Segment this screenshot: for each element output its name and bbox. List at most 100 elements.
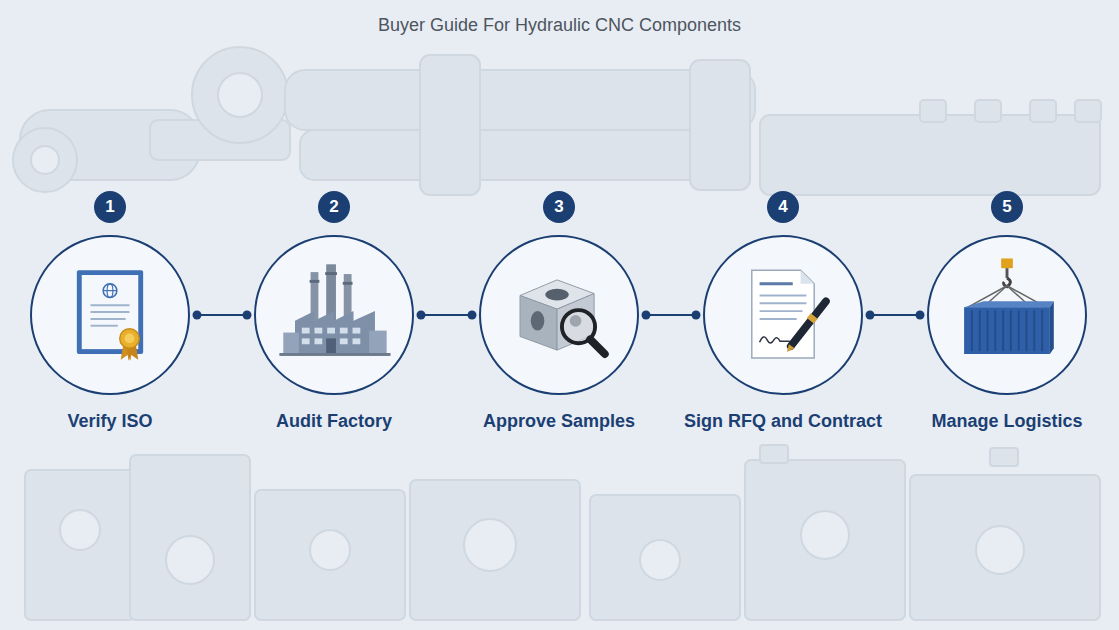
certificate-icon-part bbox=[120, 329, 140, 349]
contract-icon-part bbox=[760, 337, 790, 343]
connector-dot bbox=[866, 311, 875, 320]
sample-block-icon-part bbox=[531, 311, 545, 331]
contract-icon-part bbox=[791, 301, 826, 346]
container-icon-part-part bbox=[1041, 310, 1043, 351]
manifold-blocks-part bbox=[25, 470, 135, 620]
contract-icon-part bbox=[760, 310, 803, 312]
hydraulic-cylinders-part bbox=[1075, 100, 1101, 122]
container-icon-part-part bbox=[979, 310, 981, 351]
step-number-badge: 1 bbox=[94, 191, 126, 223]
manifold-blocks-part bbox=[990, 448, 1018, 466]
container-icon-part bbox=[988, 286, 1008, 304]
certificate-icon-part bbox=[91, 318, 126, 320]
step-label: Audit Factory bbox=[273, 411, 395, 432]
hydraulic-cylinders-part bbox=[285, 70, 755, 130]
manifold-blocks-part bbox=[310, 530, 350, 570]
factory-icon-part bbox=[326, 264, 336, 321]
certificate-icon-part bbox=[107, 284, 113, 298]
manifold-blocks-part bbox=[255, 490, 405, 620]
factory-icon-part bbox=[283, 333, 299, 354]
step-number: 2 bbox=[329, 197, 338, 217]
manifold-blocks-part bbox=[464, 519, 516, 571]
sample-block-icon-part bbox=[545, 289, 568, 301]
sample-block-icon bbox=[481, 237, 637, 393]
factory-icon-part bbox=[279, 353, 390, 356]
step-circle: Manage Logistics bbox=[927, 235, 1087, 395]
connector-dot bbox=[468, 311, 477, 320]
contract-icon-part bbox=[810, 316, 814, 321]
step-circle: Sign RFQ and Contract bbox=[703, 235, 863, 395]
contract-icon-part bbox=[752, 270, 814, 358]
factory-icon-part-part bbox=[340, 338, 348, 344]
container-icon-part-part bbox=[987, 310, 989, 351]
factory-icon-part-part bbox=[327, 328, 335, 334]
step-connector bbox=[866, 311, 925, 320]
manifold-blocks bbox=[25, 445, 1100, 620]
manifold-blocks-part bbox=[910, 475, 1100, 620]
manifold-blocks-part bbox=[590, 495, 740, 620]
factory-icon-part bbox=[343, 282, 353, 285]
certificate-icon-part bbox=[77, 270, 143, 354]
hydraulic-cylinders-part bbox=[192, 47, 288, 143]
hydraulic-cylinders-part bbox=[13, 128, 77, 192]
contract-icon-part bbox=[760, 302, 807, 304]
step-number: 3 bbox=[554, 197, 563, 217]
factory-icon bbox=[256, 237, 412, 393]
hydraulic-cylinders-part bbox=[300, 130, 730, 180]
step-circle: Audit Factory bbox=[254, 235, 414, 395]
factory-icon-part bbox=[369, 331, 387, 354]
factory-icon-part-part bbox=[353, 338, 361, 344]
sample-block-icon-part bbox=[520, 296, 557, 351]
certificate-icon-part bbox=[91, 304, 130, 306]
step-number: 4 bbox=[778, 197, 787, 217]
container-icon-part bbox=[972, 310, 1042, 351]
container-icon-part-part bbox=[1002, 310, 1004, 351]
container-icon-part bbox=[964, 307, 1050, 354]
factory-icon-part bbox=[295, 311, 375, 354]
contract-icon bbox=[705, 237, 861, 393]
manifold-blocks-part bbox=[60, 510, 100, 550]
container-icon-part-part bbox=[1026, 310, 1028, 351]
factory-icon-part-part bbox=[315, 328, 323, 334]
factory-icon-part-part bbox=[353, 328, 361, 334]
connector-dot bbox=[243, 311, 252, 320]
factory-icon-part bbox=[310, 280, 320, 283]
manifold-blocks-part bbox=[745, 460, 905, 620]
container-icon-part-part bbox=[1010, 310, 1012, 351]
certificate-icon-part bbox=[103, 290, 117, 291]
hydraulic-cylinders-part bbox=[975, 100, 1001, 122]
container-icon-part-part bbox=[994, 310, 996, 351]
hydraulic-cylinders bbox=[13, 47, 1101, 195]
container-icon-part-part bbox=[971, 310, 973, 351]
hydraulic-cylinders-part bbox=[920, 100, 946, 122]
certificate-icon-part bbox=[103, 284, 117, 298]
step-number-badge: 2 bbox=[318, 191, 350, 223]
container-icon-part bbox=[1050, 301, 1054, 354]
manifold-blocks-part bbox=[410, 480, 580, 620]
container-icon-part bbox=[1007, 286, 1027, 304]
certificate-icon-part bbox=[82, 275, 139, 349]
connector-dot bbox=[417, 311, 426, 320]
step-circle: Verify ISO bbox=[30, 235, 190, 395]
connector-dot bbox=[642, 311, 651, 320]
container-icon-part bbox=[1001, 258, 1013, 268]
connector-dot bbox=[916, 311, 925, 320]
certificate-icon-part bbox=[91, 325, 118, 327]
certificate-icon bbox=[32, 237, 188, 393]
container-icon-part bbox=[1006, 268, 1009, 278]
manifold-blocks-part bbox=[801, 511, 849, 559]
manifold-blocks-part bbox=[976, 526, 1024, 574]
connector-dot bbox=[193, 311, 202, 320]
connector-line bbox=[646, 314, 696, 316]
hydraulic-cylinders-part bbox=[690, 60, 750, 190]
certificate-icon-part bbox=[91, 311, 130, 313]
step-number: 5 bbox=[1002, 197, 1011, 217]
manifold-blocks-part bbox=[166, 536, 214, 584]
container-icon-part-part bbox=[1018, 310, 1020, 351]
factory-icon-part-part bbox=[302, 328, 310, 334]
factory-icon-part bbox=[325, 272, 337, 275]
step-number-badge: 3 bbox=[543, 191, 575, 223]
step-connector bbox=[642, 311, 701, 320]
connector-line bbox=[870, 314, 920, 316]
